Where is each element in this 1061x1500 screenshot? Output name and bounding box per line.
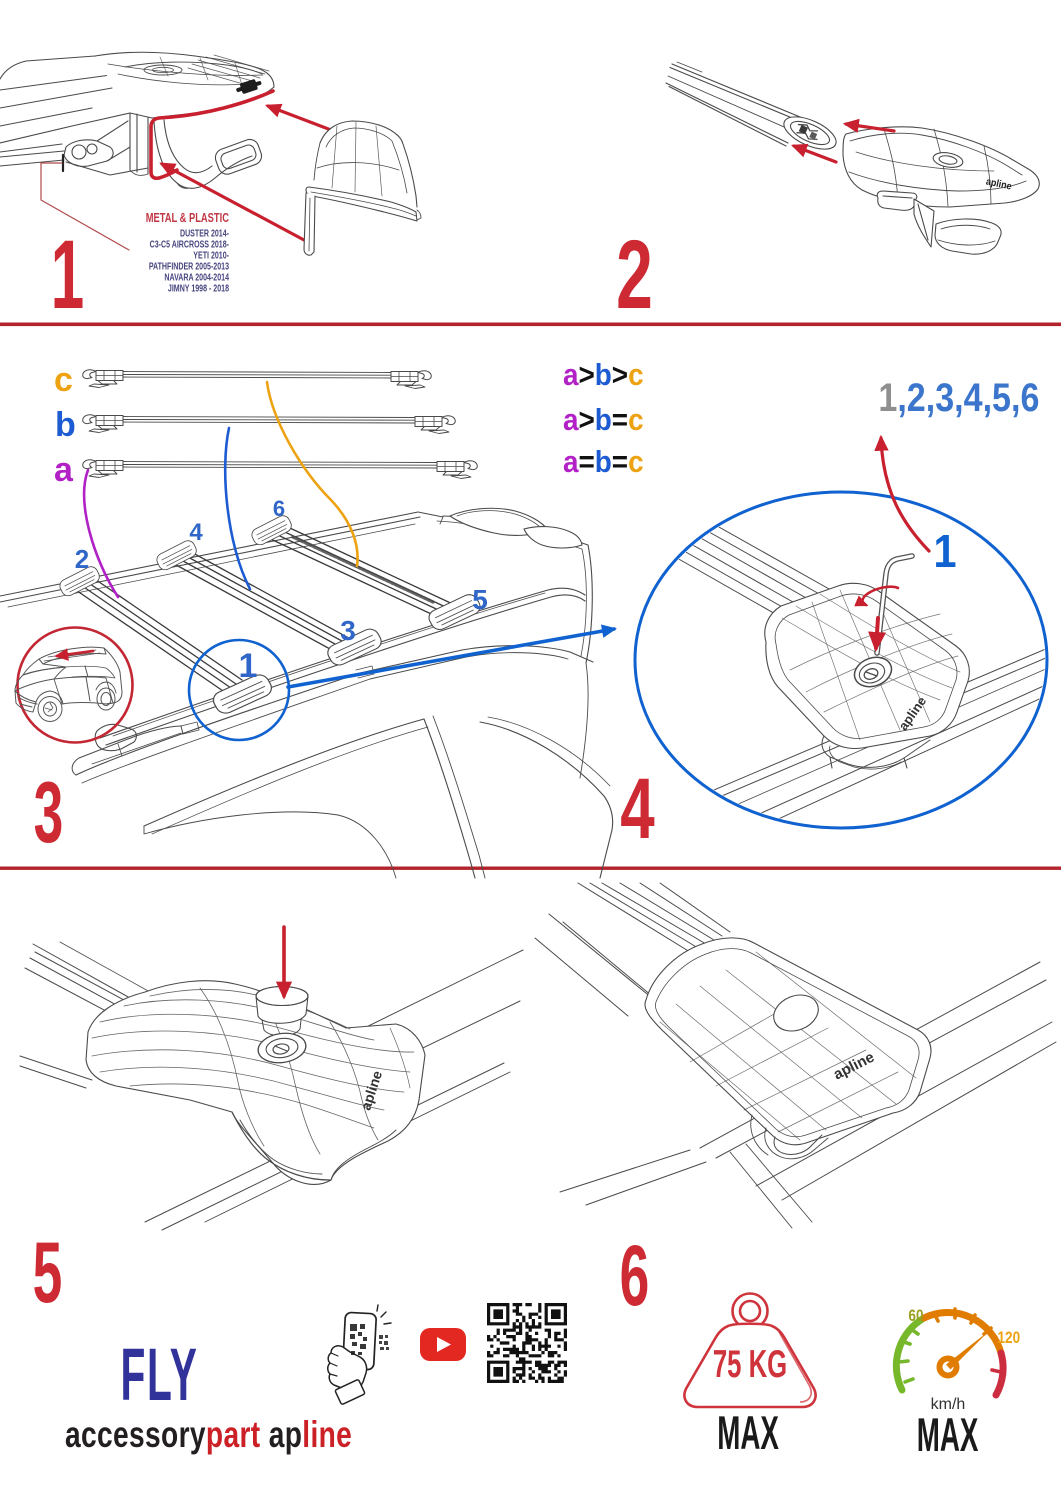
svg-text:5: 5 [33, 1225, 63, 1321]
svg-text:1: 1 [51, 221, 84, 329]
svg-text:4: 4 [189, 519, 203, 546]
svg-text:6: 6 [273, 496, 285, 521]
svg-text:60: 60 [908, 1307, 923, 1326]
svg-text:apline: apline [985, 176, 1013, 193]
svg-text:3: 3 [34, 765, 64, 861]
svg-text:NAVARA 2004-2014: NAVARA 2004-2014 [164, 271, 229, 283]
svg-text:MAX: MAX [917, 1410, 979, 1462]
svg-text:PATHFINDER 2005-2013: PATHFINDER 2005-2013 [149, 260, 229, 272]
svg-text:a>b>c: a>b>c [563, 358, 644, 393]
svg-text:DUSTER 2014-: DUSTER 2014- [180, 227, 229, 239]
svg-text:75 KG: 75 KG [713, 1343, 787, 1387]
svg-text:b: b [55, 406, 76, 444]
svg-text:c: c [54, 361, 73, 399]
svg-text:YETI 2010-: YETI 2010- [193, 249, 229, 261]
svg-text:accessorypart apline: accessorypart apline [65, 1414, 352, 1456]
svg-text:2: 2 [616, 220, 653, 329]
svg-text:1: 1 [933, 526, 956, 578]
svg-text:JIMNY 1998 - 2018: JIMNY 1998 - 2018 [168, 282, 229, 294]
svg-text:a=b=c: a=b=c [563, 445, 644, 480]
svg-text:a>b=c: a>b=c [563, 403, 644, 438]
svg-text:MAX: MAX [717, 1408, 779, 1460]
svg-text:5: 5 [472, 584, 488, 615]
svg-text:6: 6 [620, 1228, 650, 1324]
svg-text:3: 3 [340, 615, 356, 646]
svg-text:a: a [54, 451, 74, 489]
svg-text:1: 1 [239, 647, 258, 685]
svg-text:120: 120 [997, 1329, 1020, 1348]
svg-text:4: 4 [620, 760, 655, 856]
svg-text:2: 2 [75, 544, 89, 574]
svg-text:km/h: km/h [931, 1396, 966, 1413]
svg-text:FLY: FLY [120, 1333, 198, 1416]
svg-text:1,2,3,4,5,6: 1,2,3,4,5,6 [878, 374, 1039, 419]
svg-text:C3-C5 AIRCROSS 2018-: C3-C5 AIRCROSS 2018- [150, 238, 229, 250]
svg-text:METAL & PLASTIC: METAL & PLASTIC [146, 212, 229, 226]
